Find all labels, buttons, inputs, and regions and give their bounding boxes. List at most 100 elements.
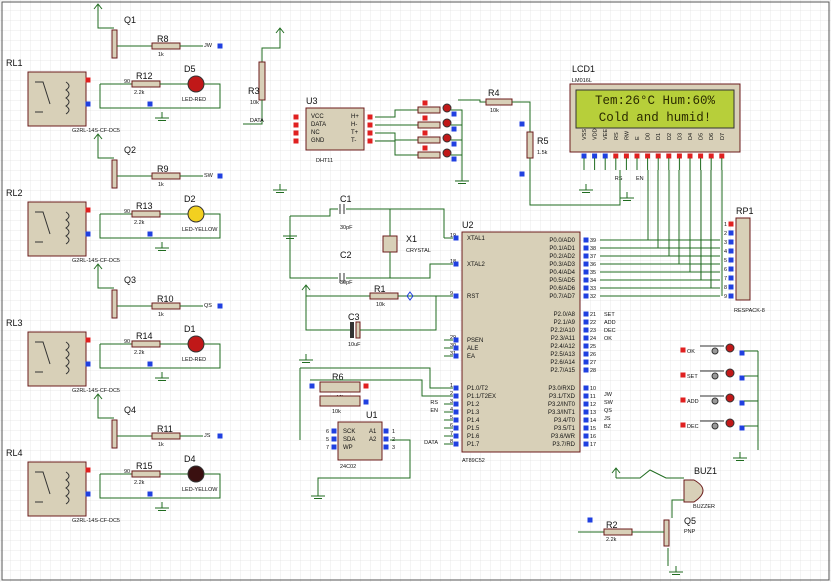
pin-marker xyxy=(293,138,299,144)
mcu-pin-number: 12 xyxy=(590,402,596,408)
mcu-pin-number: 28 xyxy=(590,368,596,374)
respack-pin-number: 8 xyxy=(724,285,727,291)
pin-marker xyxy=(422,145,428,151)
lcd-pin-label: D1 xyxy=(656,133,662,140)
base-resistor xyxy=(131,210,161,218)
buzzer-model: BUZZER xyxy=(693,504,715,510)
pin-marker xyxy=(453,417,459,423)
pin-marker xyxy=(719,153,725,159)
pin-marker xyxy=(583,261,589,267)
r5-value: 1.5k xyxy=(537,150,548,156)
pin-marker xyxy=(367,130,373,136)
push-button-add[interactable]: ADD xyxy=(680,393,759,406)
mcu-pin-label: P2.3/A11 xyxy=(551,336,576,342)
respack-pin-number: 2 xyxy=(724,231,727,237)
led-resistor-ref: R11 xyxy=(157,424,173,434)
mcu-pin-number: 17 xyxy=(590,442,596,448)
relay-coil xyxy=(65,211,70,245)
resistor-prefix: 90 xyxy=(124,469,130,475)
pin-marker xyxy=(217,173,223,179)
mcu-model: AT89C52 xyxy=(462,458,485,464)
mcu-pin-label: P2.6/A14 xyxy=(550,360,575,366)
mcu-pin-number: 21 xyxy=(590,312,596,318)
pin-marker xyxy=(293,114,299,120)
pin-marker xyxy=(583,409,589,415)
relay-section: RL1G2RL-14S-CF-DC5Q1R81kJW90R122.2kD5LED… xyxy=(6,3,223,524)
mcu-pin-number: 22 xyxy=(590,320,596,326)
lcd-pin-label: D3 xyxy=(677,133,683,140)
led-resistor-ref: R8 xyxy=(157,34,169,44)
transistor-body xyxy=(111,159,118,189)
power-symbol xyxy=(93,3,103,14)
ground-symbol xyxy=(669,566,683,575)
q5-type: PNP xyxy=(684,529,696,535)
relay-model: G2RL-14S-CF-DC5 xyxy=(72,128,120,134)
mcu-pin-label: P2.7/A15 xyxy=(550,368,575,374)
button-label: OK xyxy=(687,349,695,355)
pin-marker xyxy=(583,425,589,431)
led-ref: D1 xyxy=(184,324,196,334)
mcu-pin-label: P1.4 xyxy=(467,418,480,424)
led-label: LED-YELLOW xyxy=(182,487,218,493)
mcu-pin-number: 33 xyxy=(590,286,596,292)
mcu-net-label: JW xyxy=(604,392,613,398)
lcd-pin-label: RW xyxy=(624,130,630,140)
ground-symbol xyxy=(283,230,297,239)
relay-body xyxy=(27,201,87,257)
mcu-pin-number: 32 xyxy=(590,294,596,300)
mcu-pin-number: 24 xyxy=(590,336,596,342)
pin-marker xyxy=(666,153,672,159)
mcu-pin-label: P2.0/A8 xyxy=(554,312,576,318)
wire xyxy=(300,367,444,389)
mcu-pin-label: P0.7/AD7 xyxy=(549,294,575,300)
pin-marker xyxy=(583,311,589,317)
wire xyxy=(99,83,221,109)
net-label: JS xyxy=(204,433,211,439)
mcu-pin-label: P1.2 xyxy=(467,402,480,408)
relay-coil xyxy=(65,341,70,375)
button-label: SET xyxy=(687,374,698,380)
c1-ref: C1 xyxy=(340,194,352,204)
c2-value: 30pF xyxy=(340,280,353,286)
pin-marker xyxy=(453,401,459,407)
pin-marker xyxy=(728,248,734,254)
respack-pin-number: 9 xyxy=(724,294,727,300)
lcd-net-label: EN xyxy=(636,176,644,182)
mcu-pin-label: P2.1/A9 xyxy=(554,320,576,326)
wire xyxy=(346,208,445,238)
r7-value: 10k xyxy=(332,409,341,415)
push-button-set[interactable]: SET xyxy=(680,368,759,381)
button-contact xyxy=(711,372,719,380)
ground-symbol xyxy=(620,192,634,201)
pin-marker xyxy=(634,153,640,159)
pin-marker xyxy=(583,359,589,365)
pin-marker xyxy=(687,153,693,159)
pin-marker xyxy=(147,491,153,497)
led-label: LED-RED xyxy=(182,357,206,363)
ground-symbol xyxy=(155,242,169,251)
mcu-pin-label: P1.7 xyxy=(467,442,480,448)
relay-contact xyxy=(35,471,51,503)
eeprom-pin-number: 5 xyxy=(326,437,329,443)
ground-symbol xyxy=(155,502,169,511)
pin-marker xyxy=(583,393,589,399)
push-button-dec[interactable]: DEC xyxy=(680,418,759,431)
pin-marker xyxy=(85,467,91,473)
button-cap xyxy=(725,368,735,378)
power-arrow xyxy=(611,467,621,474)
base-resistor-value: 2.2k xyxy=(134,90,145,96)
mcu-pin-number: 14 xyxy=(590,418,596,424)
relay-ref: RL4 xyxy=(6,448,23,458)
wire xyxy=(360,296,437,331)
push-button-ok[interactable]: OK xyxy=(680,343,759,356)
mcu-pin-number: 26 xyxy=(590,352,596,358)
pin-marker xyxy=(453,409,459,415)
wire xyxy=(346,263,444,279)
wire xyxy=(97,14,114,29)
lcd-net-label: RS xyxy=(615,176,623,182)
r2-value: 2.2k xyxy=(606,537,617,543)
q5-ref: Q5 xyxy=(684,516,696,526)
pin-marker xyxy=(583,367,589,373)
pin-marker xyxy=(147,101,153,107)
button-contact xyxy=(711,347,719,355)
